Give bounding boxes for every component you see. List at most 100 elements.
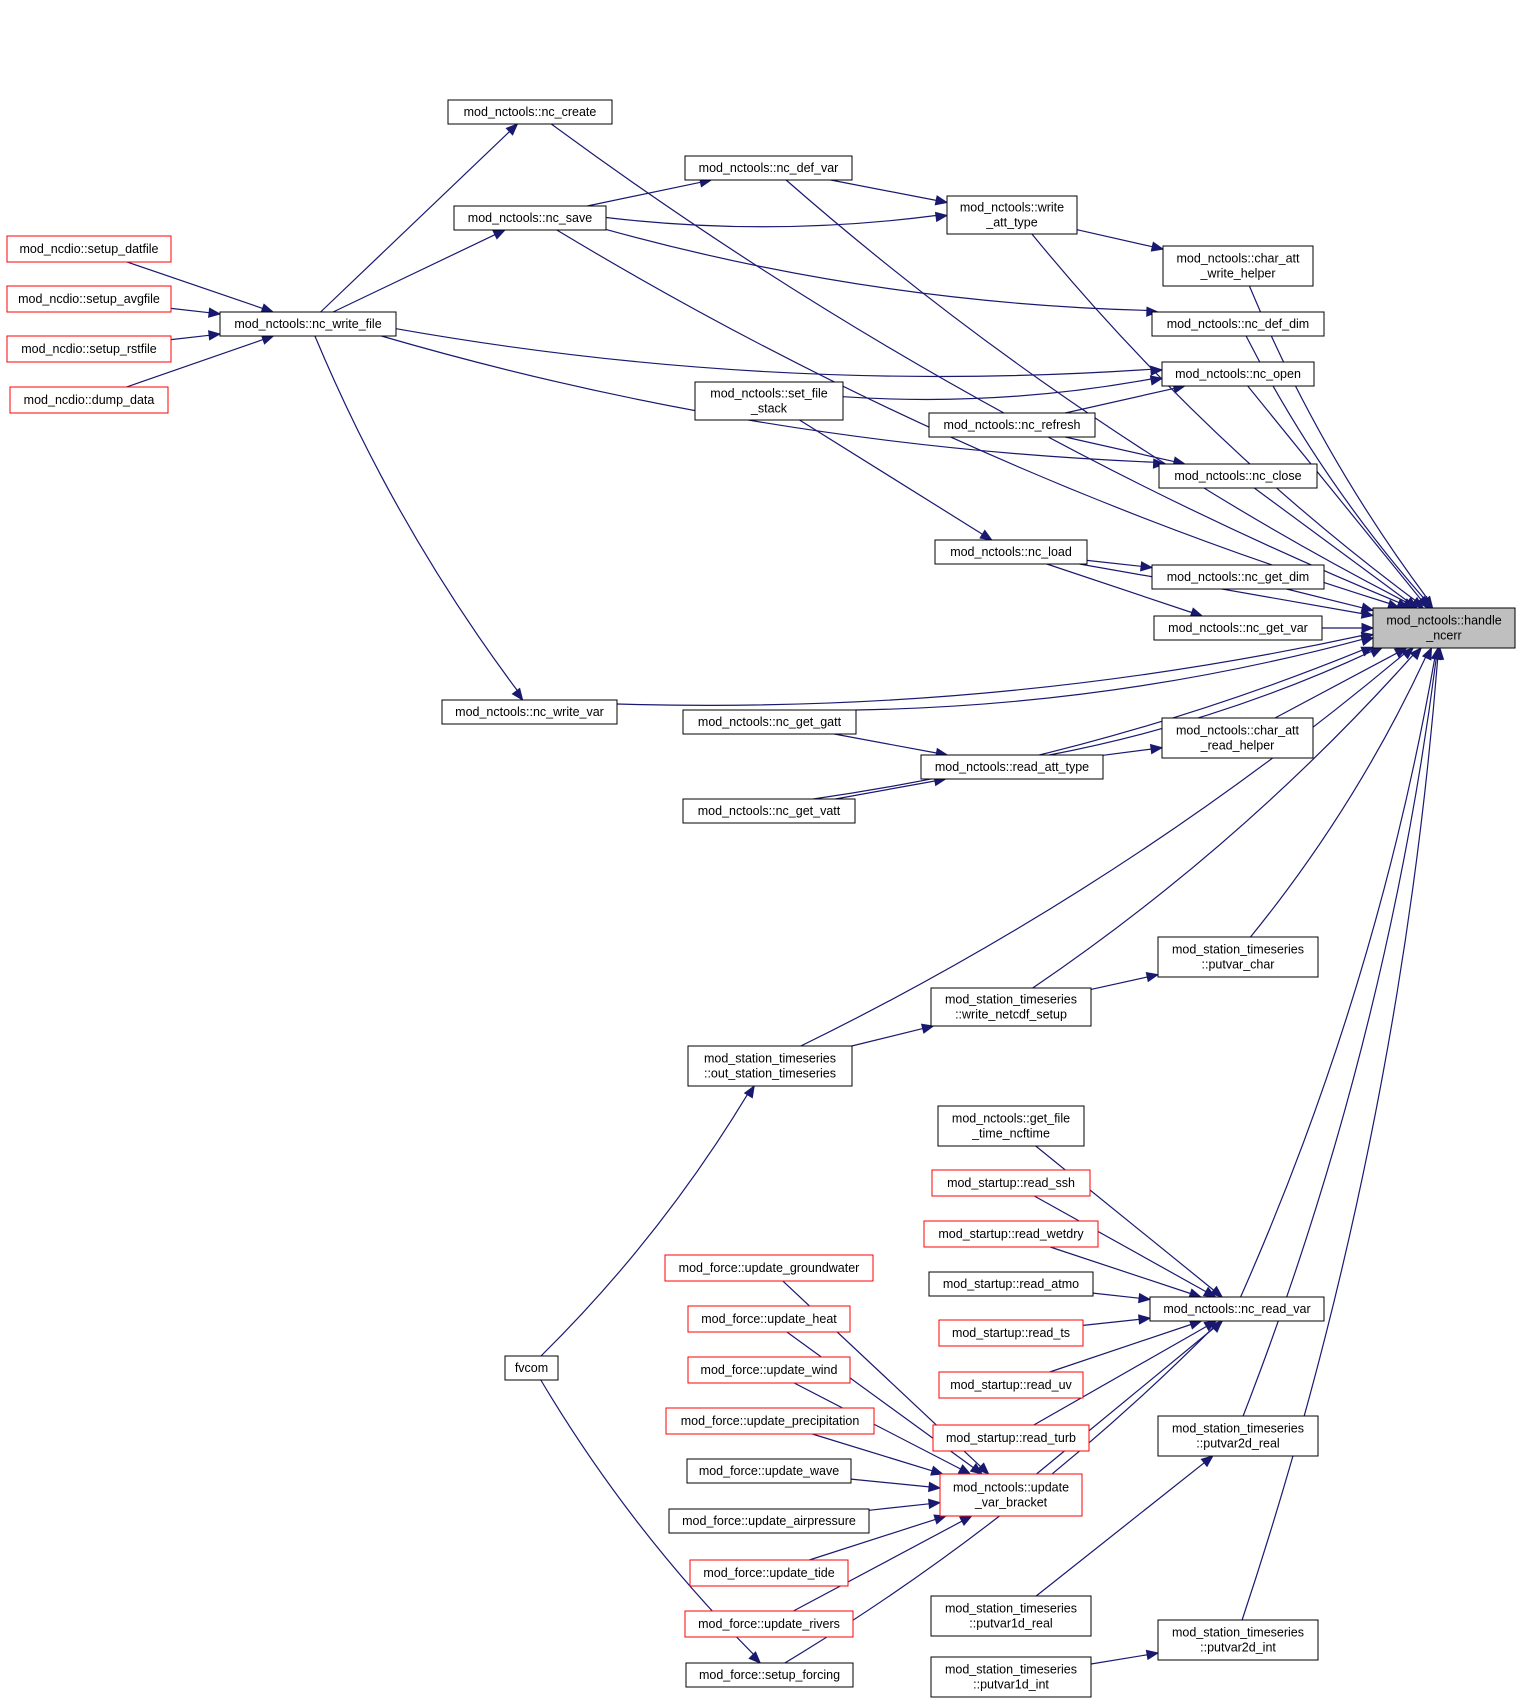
edge-nc-write-var-to-handle-ncerr	[616, 631, 1375, 706]
node-nc-save[interactable]: mod_nctools::nc_save	[453, 205, 607, 231]
node-nc-open[interactable]: mod_nctools::nc_open	[1161, 361, 1315, 387]
node-char-att-write-helper[interactable]: mod_nctools::char_att_write_helper	[1162, 245, 1314, 287]
edge-setup-datfile-to-nc-write-file	[126, 261, 275, 314]
node-putvar2d-int[interactable]: mod_station_timeseries::putvar2d_int	[1157, 1619, 1319, 1661]
node-read-ssh[interactable]: mod_startup::read_ssh	[931, 1169, 1091, 1197]
node-nc-def-dim[interactable]: mod_nctools::nc_def_dim	[1151, 311, 1325, 337]
edge-line	[320, 131, 510, 313]
arrow-head-icon	[748, 1651, 762, 1664]
arrow-head-icon	[930, 1465, 944, 1476]
node-update-precipitation[interactable]: mod_force::update_precipitation	[665, 1407, 875, 1435]
node-label: _read_helper	[1200, 739, 1275, 753]
node-nc-close[interactable]: mod_nctools::nc_close	[1158, 463, 1318, 489]
node-putvar2d-real[interactable]: mod_station_timeseries::putvar2d_real	[1157, 1415, 1319, 1457]
node-nc-refresh[interactable]: mod_nctools::nc_refresh	[928, 412, 1096, 438]
node-nc-get-dim[interactable]: mod_nctools::nc_get_dim	[1151, 564, 1325, 590]
node-box	[928, 1271, 1094, 1297]
arrow-head-icon	[1404, 596, 1418, 609]
node-nc-def-var[interactable]: mod_nctools::nc_def_var	[684, 155, 853, 181]
node-nc-write-file[interactable]: mod_nctools::nc_write_file	[219, 311, 397, 337]
edge-line	[1033, 1325, 1207, 1426]
node-label: mod_force::update_wave	[699, 1464, 839, 1478]
edge-update-precipitation-to-update-var-bracket	[812, 1433, 944, 1476]
node-setup-avgfile[interactable]: mod_ncdio::setup_avgfile	[6, 285, 172, 313]
node-label: mod_nctools::nc_save	[468, 211, 592, 225]
edge-line	[1274, 652, 1397, 719]
node-box	[934, 539, 1088, 565]
node-nc-get-vatt[interactable]: mod_nctools::nc_get_vatt	[682, 798, 856, 824]
edge-line	[1049, 650, 1372, 756]
node-box	[687, 1356, 851, 1384]
node-label: mod_nctools::nc_create	[464, 105, 597, 119]
edge-nc-write-file-to-nc-open	[395, 328, 1164, 378]
node-read-att-type[interactable]: mod_nctools::read_att_type	[920, 754, 1104, 780]
node-box	[447, 99, 613, 125]
node-label: mod_nctools::nc_open	[1175, 367, 1301, 381]
arrow-head-icon	[260, 303, 275, 314]
node-char-att-read-helper[interactable]: mod_nctools::char_att_read_helper	[1161, 717, 1314, 759]
node-read-uv[interactable]: mod_startup::read_uv	[938, 1371, 1084, 1399]
node-label: _var_bracket	[974, 1496, 1048, 1510]
node-dump-data[interactable]: mod_ncdio::dump_data	[9, 386, 169, 414]
node-nc-read-var[interactable]: mod_nctools::nc_read_var	[1149, 1296, 1325, 1322]
node-nc-load[interactable]: mod_nctools::nc_load	[934, 539, 1088, 565]
node-write-att-type[interactable]: mod_nctools::write_att_type	[946, 195, 1078, 235]
node-update-airpressure[interactable]: mod_force::update_airpressure	[668, 1508, 870, 1534]
arrow-head-icon	[959, 1515, 973, 1526]
node-label: mod_force::update_groundwater	[679, 1261, 860, 1275]
node-putvar1d-int[interactable]: mod_station_timeseries::putvar1d_int	[930, 1656, 1092, 1698]
node-setup-forcing[interactable]: mod_force::setup_forcing	[685, 1662, 854, 1688]
node-label: mod_force::update_wind	[701, 1363, 838, 1377]
arrow-head-icon	[1150, 241, 1165, 252]
node-box	[1161, 361, 1315, 387]
node-box	[6, 235, 172, 263]
node-update-groundwater[interactable]: mod_force::update_groundwater	[664, 1254, 874, 1282]
edge-nc-save-to-nc-def-var	[587, 177, 713, 207]
node-read-turb[interactable]: mod_startup::read_turb	[932, 1424, 1090, 1452]
arrow-head-icon	[1409, 647, 1423, 661]
node-read-ts[interactable]: mod_startup::read_ts	[938, 1319, 1084, 1347]
node-putvar-char[interactable]: mod_station_timeseries::putvar_char	[1157, 936, 1319, 978]
arrow-head-icon	[208, 330, 222, 341]
node-label: mod_nctools::handle	[1386, 614, 1501, 628]
node-update-heat[interactable]: mod_force::update_heat	[687, 1305, 851, 1333]
node-setup-datfile[interactable]: mod_ncdio::setup_datfile	[6, 235, 172, 263]
arrow-head-icon	[1209, 1320, 1223, 1333]
node-box	[920, 754, 1104, 780]
node-update-tide[interactable]: mod_force::update_tide	[689, 1559, 849, 1587]
node-box	[923, 1220, 1099, 1248]
edge-line	[550, 123, 1400, 604]
node-update-wind[interactable]: mod_force::update_wind	[687, 1356, 851, 1384]
node-nc-create[interactable]: mod_nctools::nc_create	[447, 99, 613, 125]
node-box	[939, 1473, 1083, 1517]
arrow-head-icon	[260, 334, 275, 345]
node-update-wave[interactable]: mod_force::update_wave	[686, 1458, 852, 1484]
node-get-file-time-ncftime[interactable]: mod_nctools::get_file_time_ncftime	[937, 1105, 1085, 1147]
edge-line	[1035, 1145, 1214, 1291]
node-setup-rstfile[interactable]: mod_ncdio::setup_rstfile	[6, 335, 172, 363]
node-label: mod_nctools::set_file	[710, 387, 827, 401]
node-update-var-bracket[interactable]: mod_nctools::update_var_bracket	[939, 1473, 1083, 1517]
edge-nc-close-to-handle-ncerr	[1253, 487, 1418, 609]
edge-putvar-char-to-handle-ncerr	[1250, 646, 1433, 938]
node-nc-write-var[interactable]: mod_nctools::nc_write_var	[441, 699, 618, 725]
node-read-atmo[interactable]: mod_startup::read_atmo	[928, 1271, 1094, 1297]
node-box	[938, 1371, 1084, 1399]
edge-line	[170, 307, 210, 314]
node-write-netcdf-setup[interactable]: mod_station_timeseries::write_netcdf_set…	[930, 987, 1092, 1027]
node-box	[685, 1662, 854, 1688]
node-nc-get-gatt[interactable]: mod_nctools::nc_get_gatt	[682, 709, 857, 735]
node-set-file-stack[interactable]: mod_nctools::set_file_stack	[694, 381, 844, 421]
nodes-layer: mod_nctools::handle_ncerrmod_nctools::nc…	[6, 99, 1516, 1698]
node-nc-get-var[interactable]: mod_nctools::nc_get_var	[1153, 615, 1323, 641]
edge-nc-refresh-to-nc-open	[1065, 383, 1187, 414]
node-read-wetdry[interactable]: mod_startup::read_wetdry	[923, 1220, 1099, 1248]
node-out-station-timeseries[interactable]: mod_station_timeseries::out_station_time…	[687, 1045, 853, 1087]
node-fvcom[interactable]: fvcom	[504, 1355, 559, 1381]
arrow-head-icon	[505, 123, 519, 136]
node-handle-ncerr[interactable]: mod_nctools::handle_ncerr	[1372, 607, 1516, 649]
node-update-rivers[interactable]: mod_force::update_rivers	[684, 1610, 854, 1638]
edge-line	[1050, 1246, 1191, 1295]
node-putvar1d-real[interactable]: mod_station_timeseries::putvar1d_real	[930, 1595, 1092, 1637]
node-box	[937, 1105, 1085, 1147]
